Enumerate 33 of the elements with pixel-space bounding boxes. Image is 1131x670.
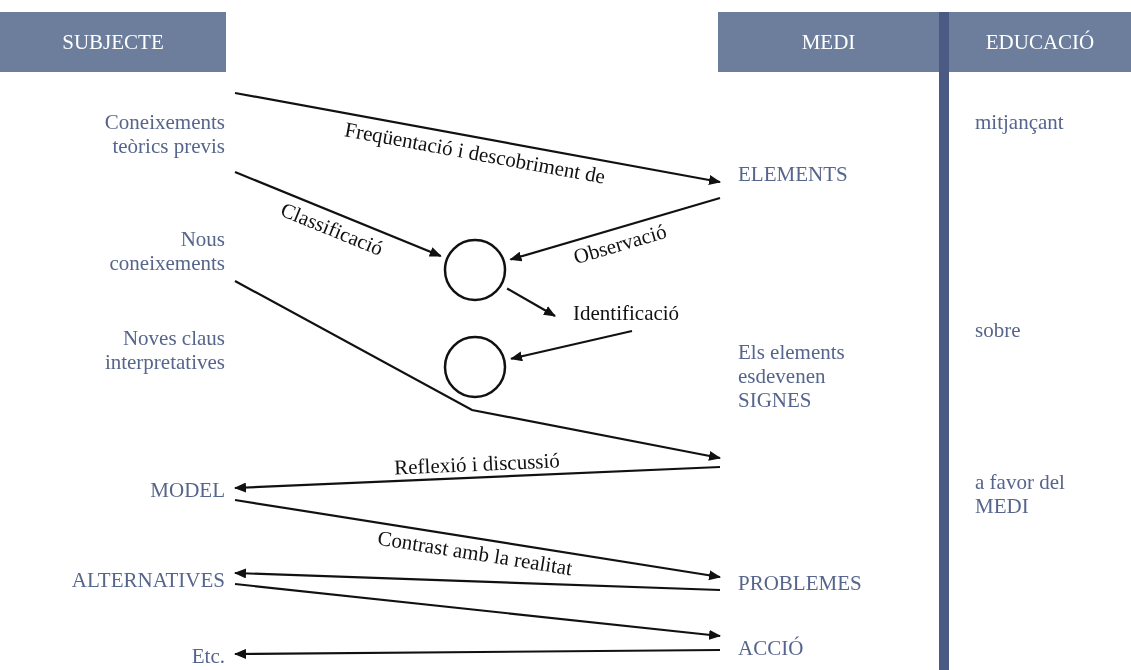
column-header [949,12,1131,72]
header-text: SUBJECTE [62,29,164,55]
arrow [234,648,720,659]
arrow [510,329,633,362]
concept-text: ACCIÓ [738,628,898,668]
header-text: MEDI [801,29,856,55]
arrow [234,568,721,592]
arrow [509,196,721,262]
step-label: Identificació [573,296,715,330]
header-text: EDUCACIÓ [985,29,1095,55]
arrow [506,287,556,317]
concept-text: ALTERNATIVES [0,560,225,600]
concept-text: Coneixements teòrics previs [70,88,225,180]
relation-text: sobre [975,318,1022,343]
column-header [0,12,226,72]
arrow [234,91,721,185]
arrow [234,465,721,493]
concept-text: Els elements esdevenen SIGNES [738,328,903,470]
relation-text: a favor del MEDI [975,470,1066,519]
concept-text: Noves claus interpretatives [0,318,225,382]
concept-text: PROBLEMES [738,563,913,603]
concept-text: MODEL [40,470,225,510]
circle-node [443,335,507,399]
concept-text: Etc. [40,636,225,670]
relation-text: mitjançant [975,110,1065,135]
arrow [234,582,721,640]
arrow [234,171,442,258]
concept-text: Nous coneixements [90,215,225,287]
concept-text: ELEMENTS [738,148,903,200]
column-header [718,12,939,72]
circle-node [443,238,507,302]
arrow [234,498,721,581]
arrow [234,280,721,461]
